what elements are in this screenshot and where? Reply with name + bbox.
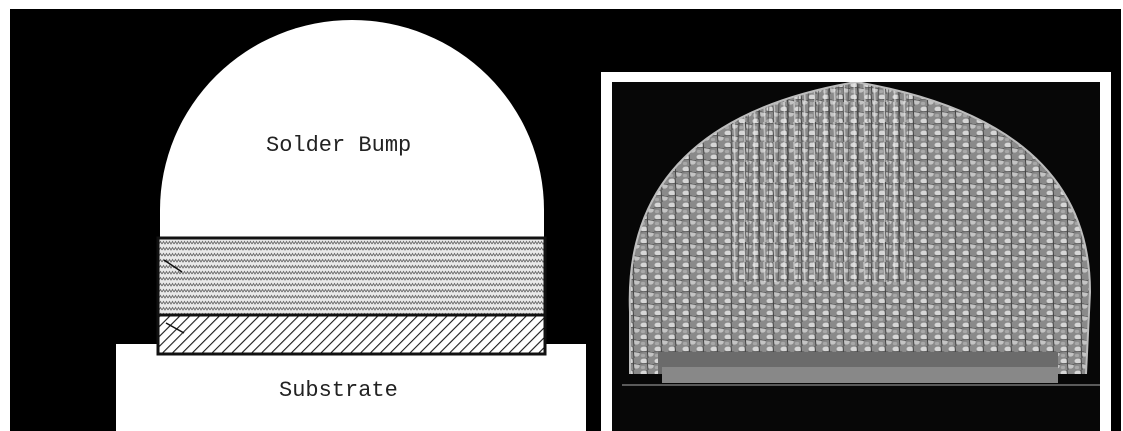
intermetallic-layer xyxy=(158,238,545,315)
ubm-layer xyxy=(158,315,545,354)
sem-micrograph xyxy=(612,82,1100,431)
solder-bump xyxy=(160,20,544,238)
micrograph-ubm-layer xyxy=(662,367,1058,383)
substrate-label: Substrate xyxy=(279,378,398,403)
solder-bump-label: Solder Bump xyxy=(266,133,411,158)
